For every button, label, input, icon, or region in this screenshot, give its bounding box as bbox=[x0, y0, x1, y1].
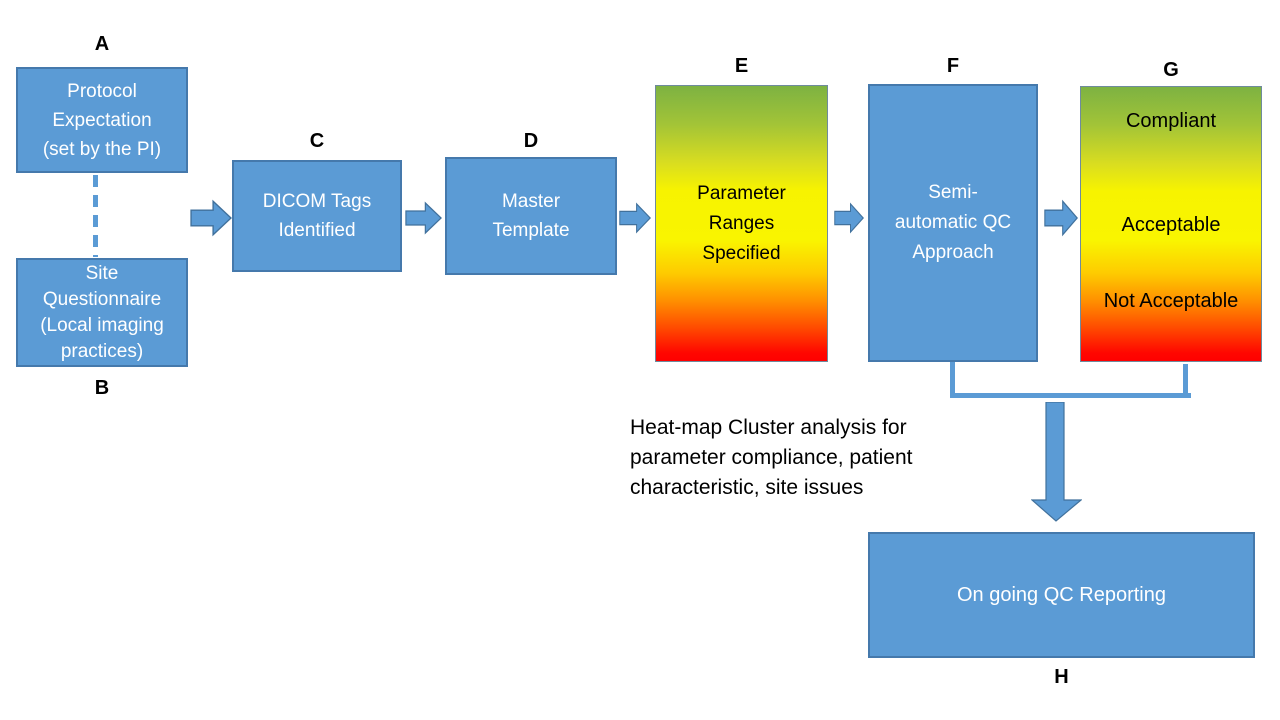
dashed-connector-a-b bbox=[93, 175, 98, 257]
master-template-box: Master Template bbox=[445, 157, 617, 275]
arrow-right-icon bbox=[1044, 199, 1078, 237]
protocol-expectation-box: Protocol Expectation (set by the PI) bbox=[16, 67, 188, 173]
arrow-right-icon bbox=[190, 199, 232, 237]
node-label-g: G bbox=[1163, 59, 1179, 81]
node-label-c: C bbox=[309, 130, 325, 152]
compliance-scale-box: Compliant Acceptable Not Acceptable bbox=[1080, 86, 1262, 362]
connector-merge-bar bbox=[950, 393, 1191, 398]
node-label-a: A bbox=[94, 33, 110, 55]
node-label-d: D bbox=[523, 130, 539, 152]
connector-g-drop-line bbox=[1183, 364, 1188, 398]
arrow-right-icon bbox=[405, 201, 442, 235]
node-label-h: H bbox=[1054, 666, 1069, 688]
parameter-ranges-heatmap-box: Parameter Ranges Specified bbox=[655, 85, 828, 362]
compliance-level-compliant: Compliant bbox=[1125, 110, 1217, 132]
semi-automatic-qc-box: Semi- automatic QC Approach bbox=[868, 84, 1038, 362]
node-label-e: E bbox=[734, 55, 749, 77]
arrow-down-icon bbox=[1031, 402, 1082, 522]
ongoing-qc-reporting-box: On going QC Reporting bbox=[868, 532, 1255, 658]
connector-f-drop-line bbox=[950, 362, 955, 398]
node-label-b: B bbox=[94, 377, 110, 399]
node-label-f: F bbox=[946, 55, 960, 77]
compliance-level-not-acceptable: Not Acceptable bbox=[1103, 290, 1239, 312]
arrow-right-icon bbox=[834, 202, 864, 234]
dicom-tags-box: DICOM Tags Identified bbox=[232, 160, 402, 272]
site-questionnaire-box: Site Questionnaire (Local imaging practi… bbox=[16, 258, 188, 367]
arrow-right-icon bbox=[619, 202, 651, 234]
heatmap-analysis-note: Heat-map Cluster analysis for parameter … bbox=[630, 416, 913, 499]
compliance-level-acceptable: Acceptable bbox=[1121, 214, 1221, 236]
